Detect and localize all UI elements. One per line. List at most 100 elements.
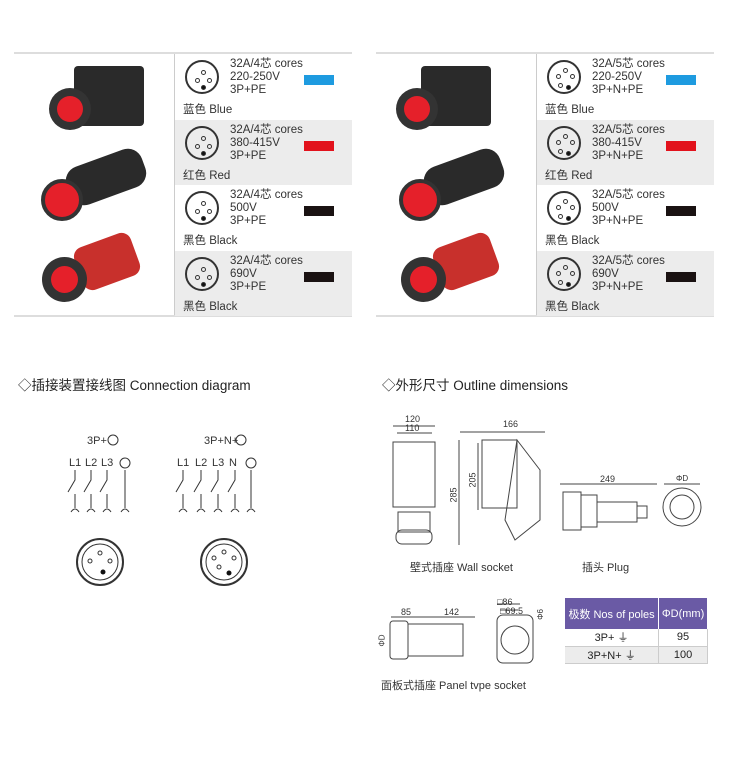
spec-line: 32A/5芯 cores bbox=[592, 58, 665, 70]
terminal-label: L2 bbox=[85, 457, 98, 469]
spec-line: 32A/4芯 cores bbox=[230, 58, 303, 70]
terminal-label: N bbox=[229, 457, 237, 469]
outline-drawings bbox=[389, 425, 702, 664]
spec-line: 690V bbox=[230, 267, 257, 280]
color-label: 黑色 Black bbox=[545, 300, 600, 313]
wall-socket-photo bbox=[396, 66, 491, 136]
cell-diameter: 95 bbox=[658, 629, 708, 647]
spec-line: 32A/5芯 cores bbox=[592, 123, 665, 136]
dim-69-5: □69.5 bbox=[500, 606, 523, 616]
panel-socket-photo bbox=[42, 230, 143, 309]
spec-line: 3P+N+PE bbox=[592, 280, 644, 293]
cell-poles: 3P+N+ ⏚ bbox=[565, 646, 660, 664]
color-swatch bbox=[304, 75, 334, 85]
spec-line: 500V bbox=[230, 202, 257, 214]
color-swatch bbox=[666, 75, 696, 85]
spec-line: 3P+PE bbox=[230, 215, 267, 227]
product-photos bbox=[14, 54, 175, 315]
panel-socket-label: 面板式插座 Panel tvpe socket bbox=[381, 680, 526, 692]
color-label: 蓝色 Blue bbox=[545, 104, 595, 116]
pin-layout-icon bbox=[185, 60, 219, 94]
color-label: 红色 Red bbox=[545, 169, 593, 182]
spec-line: 220-250V bbox=[592, 71, 642, 83]
diagram-3p-title: 3P+ bbox=[87, 435, 107, 447]
dim-205: 205 bbox=[467, 472, 478, 488]
wall-socket-label: 壁式插座 Wall socket bbox=[410, 562, 513, 574]
spec-line: 3P+PE bbox=[230, 280, 267, 293]
connection-diagram-title: ◇插接装置接线图 Connection diagram bbox=[18, 378, 251, 393]
pin-layout-icon bbox=[547, 256, 581, 291]
cell-diameter: 100 bbox=[658, 646, 708, 664]
color-swatch bbox=[666, 271, 696, 282]
color-swatch bbox=[666, 140, 696, 151]
pin-layout-icon bbox=[547, 191, 581, 225]
color-swatch bbox=[304, 206, 334, 216]
spec-line: 500V bbox=[592, 202, 619, 214]
spec-line: 220-250V bbox=[230, 71, 280, 83]
spec-line: 3P+N+PE bbox=[592, 84, 644, 96]
color-swatch bbox=[666, 206, 696, 216]
dim-120: 120 bbox=[405, 414, 421, 424]
spec-line: 32A/5芯 cores bbox=[592, 189, 665, 201]
dim-phi6: Φ6 bbox=[535, 609, 545, 620]
terminal-label: L3 bbox=[101, 457, 114, 469]
spec-line: 3P+PE bbox=[230, 149, 267, 162]
plug-label: 插头 Plug bbox=[582, 562, 630, 574]
panel-socket-photo bbox=[401, 230, 502, 309]
spec-line: 3P+N+PE bbox=[592, 149, 644, 162]
terminal-label: L3 bbox=[212, 457, 225, 469]
color-label: 红色 Red bbox=[183, 169, 231, 182]
terminal-label: L2 bbox=[195, 457, 208, 469]
dim-85: 85 bbox=[401, 607, 412, 617]
spec-line: 380-415V bbox=[230, 136, 280, 149]
dim-285: 285 bbox=[448, 487, 459, 503]
color-label: 黑色 Black bbox=[183, 300, 238, 313]
spec-line: 690V bbox=[592, 267, 619, 280]
dim-86: □86 bbox=[497, 597, 513, 607]
spec-line: 32A/5芯 cores bbox=[592, 254, 665, 267]
connection-diagram-drawing bbox=[67, 434, 257, 586]
pin-layout-icon bbox=[547, 60, 581, 94]
spec-line: 3P+N+PE bbox=[592, 215, 644, 227]
color-swatch bbox=[304, 140, 334, 151]
header-diameter: ΦD(mm) bbox=[658, 598, 708, 629]
dim-142: 142 bbox=[444, 607, 460, 617]
dim-plug-d: ΦD bbox=[676, 474, 689, 483]
spec-line: 32A/4芯 cores bbox=[230, 189, 303, 201]
pin-layout-icon bbox=[185, 256, 219, 291]
color-label: 黑色 Black bbox=[183, 235, 238, 247]
color-label: 蓝色 Blue bbox=[183, 104, 233, 116]
dim-panel-d: ΦD bbox=[377, 634, 387, 647]
pin-layout-icon bbox=[185, 191, 219, 225]
terminal-label: L1 bbox=[69, 457, 82, 469]
spec-line: 32A/4芯 cores bbox=[230, 123, 303, 136]
dim-110: 110 bbox=[405, 423, 420, 433]
color-swatch bbox=[304, 271, 334, 282]
outline-dimensions-title: ◇外形尺寸 Outline dimensions bbox=[382, 378, 569, 393]
pin-layout-icon bbox=[547, 125, 581, 160]
plug-photo bbox=[36, 144, 151, 224]
plug-photo bbox=[394, 144, 509, 224]
spec-line: 380-415V bbox=[592, 136, 642, 149]
dim-166: 166 bbox=[503, 419, 519, 429]
header-poles: 极数 Nos of poles bbox=[565, 598, 660, 629]
spec-line: 32A/4芯 cores bbox=[230, 254, 303, 267]
cell-poles: 3P+ ⏚ bbox=[565, 629, 660, 647]
pin-layout-icon bbox=[185, 125, 219, 160]
spec-line: 3P+PE bbox=[230, 84, 267, 96]
